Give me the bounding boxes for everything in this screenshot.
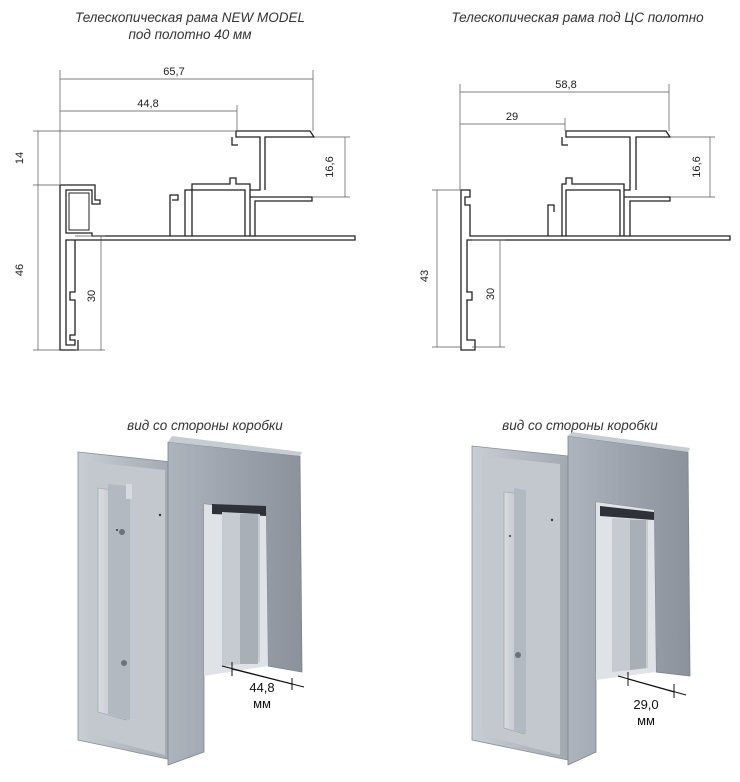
right-profile-dimensions (432, 84, 715, 348)
right-profile-mid-flange (624, 196, 671, 236)
left-profile-drawing (59, 130, 356, 351)
left-frame-photo (77, 436, 303, 766)
caption-left-line2: под полотно 40 мм (128, 27, 252, 42)
left-dim-width-inner: 44,8 (137, 98, 158, 110)
left-dim-height-top: 14 (14, 152, 26, 164)
right-photo-unit: мм (637, 713, 655, 728)
left-photo-value: 44,8 (249, 680, 274, 695)
left-profile-upper-block (169, 177, 251, 236)
right-dim-width-total: 58,8 (555, 79, 576, 91)
left-profile-lower-leg (59, 185, 79, 351)
left-dim-width-total: 65,7 (163, 66, 184, 78)
caption-bottom-left: вид со стороны коробки (80, 417, 330, 434)
left-dim-height-flange: 16,6 (324, 156, 336, 177)
right-profile-clip (561, 137, 568, 146)
caption-left-title: Телескопическая рама NEW MODEL под полот… (40, 9, 340, 43)
right-dim-width-inner: 29 (506, 111, 518, 123)
left-profile-cavity (68, 192, 90, 231)
caption-left-line1: Телескопическая рама NEW MODEL (74, 10, 306, 25)
caption-right-title: Телескопическая рама под ЦС полотно (415, 9, 740, 26)
left-profile-mid-flange (250, 196, 313, 236)
right-dim-height-flange: 16,6 (691, 156, 703, 177)
right-profile-outline (460, 189, 731, 351)
left-profile-stem (235, 130, 316, 191)
left-profile-clip (231, 137, 238, 146)
left-profile-outline (60, 184, 356, 346)
right-dim-height-inner: 30 (485, 288, 497, 300)
left-profile-dimensions (33, 70, 350, 351)
caption-bottom-right: вид со стороны коробки (455, 417, 705, 434)
left-dim-height-inner: 30 (86, 290, 98, 302)
right-dim-height-main: 43 (419, 270, 431, 282)
right-profile-upper-block (547, 177, 625, 236)
left-dim-height-main: 46 (14, 264, 26, 276)
left-photo-unit: мм (253, 696, 271, 711)
caption-right-line1: Телескопическая рама под ЦС полотно (451, 10, 704, 25)
caption-bottom-right-text: вид со стороны коробки (502, 418, 658, 433)
right-profile-stem (565, 130, 672, 191)
right-frame-photo (471, 432, 691, 766)
right-photo-dimension (617, 672, 687, 698)
left-photo-dimension (221, 662, 305, 690)
right-photo-value: 29,0 (633, 697, 658, 712)
caption-bottom-left-text: вид со стороны коробки (127, 418, 283, 433)
right-profile-drawing (460, 130, 731, 351)
